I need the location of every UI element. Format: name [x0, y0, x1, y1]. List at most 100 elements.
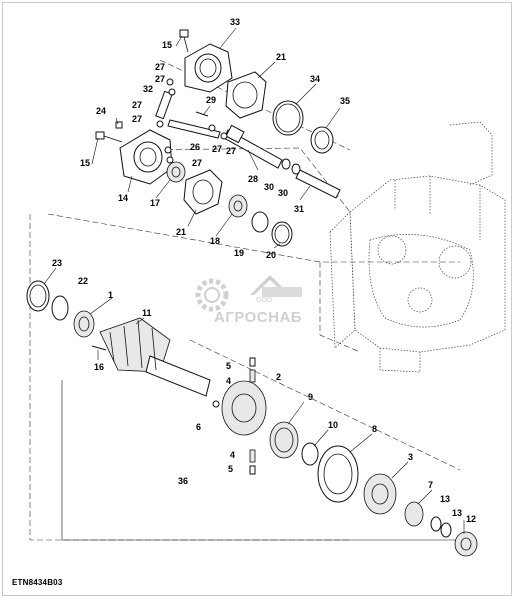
part-20-seal-inner — [274, 224, 290, 244]
part-8-sleeve-inner — [323, 453, 353, 495]
part-15-bolt-lower-shank — [103, 135, 123, 143]
callout-17: 17 — [150, 198, 160, 208]
part-16-pin — [91, 345, 107, 351]
part-5-pin-bottom — [249, 465, 256, 475]
callout-9: 9 — [308, 392, 313, 402]
part-30-ring-b — [291, 163, 301, 175]
callout-27-e: 27 — [212, 144, 222, 154]
part-5-pin-top — [249, 357, 256, 367]
callout-26: 26 — [190, 142, 200, 152]
callout-28: 28 — [248, 174, 258, 184]
part-30-ring-a — [281, 158, 291, 170]
part-11-shaft-gear — [99, 317, 211, 397]
callout-21-lower: 21 — [176, 227, 186, 237]
part-17-bearing-inner — [171, 166, 181, 178]
callout-27-d: 27 — [132, 114, 142, 124]
part-3-gear-hub — [371, 483, 389, 505]
part-1-bearing — [73, 310, 95, 338]
callout-14: 14 — [118, 193, 128, 203]
part-1-bearing-inner — [78, 316, 90, 332]
callout-13-b: 13 — [452, 508, 462, 518]
part-32-pin — [155, 90, 173, 120]
part-22-ring — [51, 295, 69, 321]
callout-16: 16 — [94, 362, 104, 372]
callout-1: 1 — [108, 290, 113, 300]
callout-27-a: 27 — [155, 62, 165, 72]
callout-5-top: 5 — [226, 361, 231, 371]
part-23-cup-inner — [29, 284, 47, 308]
callout-18: 18 — [210, 236, 220, 246]
part-29-screw — [195, 111, 209, 117]
transmission-housing — [329, 121, 506, 373]
callout-labels: 33 15 21 27 27 32 34 29 35 24 27 27 27 2… — [52, 17, 476, 524]
part-33-cover — [184, 43, 233, 93]
figure-id: ETN8434B03 — [12, 578, 63, 587]
part-34-oring — [272, 100, 304, 136]
callout-15-lower: 15 — [80, 158, 90, 168]
part-34-oring-inner — [275, 103, 301, 133]
part-18-bearing — [228, 194, 248, 218]
part-10-snap-ring — [301, 442, 319, 466]
callout-29: 29 — [206, 95, 216, 105]
callout-8: 8 — [372, 424, 377, 434]
callout-19: 19 — [234, 248, 244, 258]
part-9-synchro-ring-inner — [274, 427, 294, 453]
callout-10: 10 — [328, 420, 338, 430]
part-2-gear — [221, 380, 267, 436]
callout-31: 31 — [294, 204, 304, 214]
callout-7: 7 — [428, 480, 433, 490]
part-14-housing — [119, 129, 173, 185]
callout-3: 3 — [408, 452, 413, 462]
callout-20: 20 — [266, 250, 276, 260]
callout-27-b: 27 — [155, 74, 165, 84]
part-31-tube — [295, 169, 341, 199]
callout-36: 36 — [178, 476, 188, 486]
part-19-ring — [251, 211, 269, 233]
callout-22: 22 — [78, 276, 88, 286]
callout-30-a: 30 — [264, 182, 274, 192]
callout-27-f: 27 — [192, 158, 202, 168]
callout-34: 34 — [310, 74, 320, 84]
part-4-spring-top — [249, 369, 256, 383]
part-6-ball — [212, 400, 220, 408]
part-35-seal-inner — [314, 130, 330, 150]
callout-6: 6 — [196, 422, 201, 432]
callout-27-g: 27 — [226, 146, 236, 156]
callout-12: 12 — [466, 514, 476, 524]
callout-15-top: 15 — [162, 40, 172, 50]
callout-30-b: 30 — [278, 188, 288, 198]
part-27-washers — [156, 78, 228, 164]
part-18-bearing-inner — [233, 200, 243, 212]
part-15-bolt-top — [179, 29, 189, 53]
part-35-seal — [310, 126, 334, 154]
part-21-gasket-top — [225, 71, 267, 119]
agrosnab-watermark: ООО АГРОСНАБ — [190, 265, 330, 335]
callout-4-bottom: 4 — [230, 450, 235, 460]
part-17-bearing — [166, 161, 186, 183]
part-21-gasket-lower — [183, 169, 223, 215]
callout-33: 33 — [230, 17, 240, 27]
callout-24: 24 — [96, 106, 106, 116]
callout-13-a: 13 — [440, 494, 450, 504]
part-13-washer-b — [440, 522, 452, 538]
watermark-company-prefix: ООО — [256, 297, 273, 304]
callout-35: 35 — [340, 96, 350, 106]
part-7-bearing — [404, 501, 424, 527]
callout-21-top: 21 — [276, 52, 286, 62]
part-26-tube — [167, 119, 221, 139]
callout-4-top: 4 — [226, 376, 231, 386]
part-21-gasket-lower-hole — [192, 179, 214, 205]
part-4-spring-bottom — [249, 449, 256, 463]
watermark-brand: АГРОСНАБ — [214, 309, 303, 326]
callout-leaders — [43, 27, 465, 534]
part-2-gear-hub — [231, 393, 257, 423]
part-3-gear — [363, 473, 397, 515]
part-12-bearing-inner — [460, 537, 472, 551]
callout-2: 2 — [276, 372, 281, 382]
callout-27-c: 27 — [132, 100, 142, 110]
part-28-shaft-collar — [225, 124, 245, 144]
callout-11: 11 — [142, 308, 152, 318]
part-24-plug — [115, 121, 123, 129]
diagram-frame — [2, 2, 512, 596]
